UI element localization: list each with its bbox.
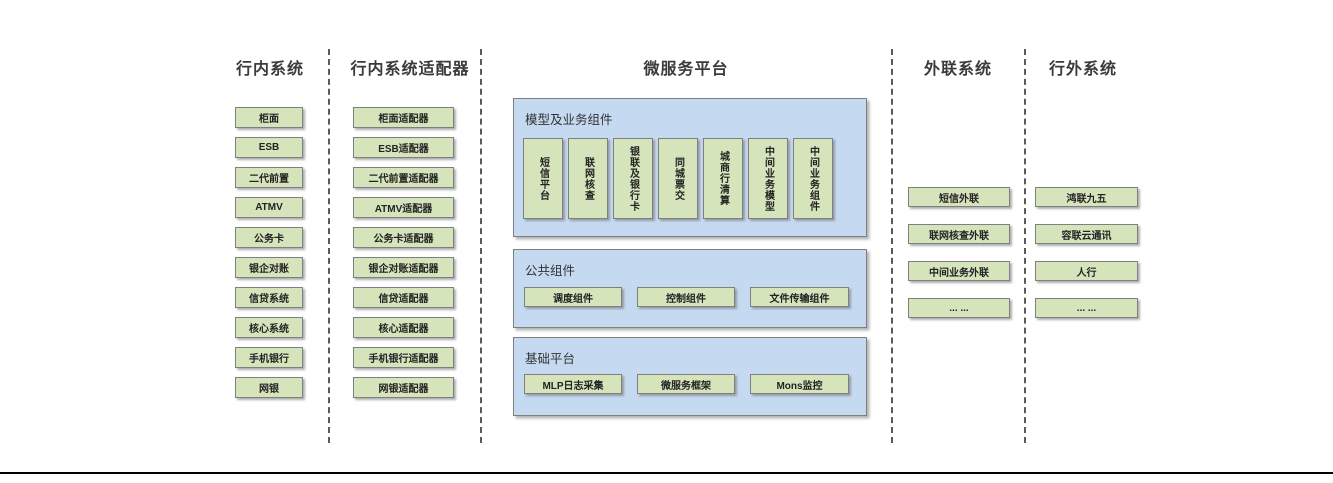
column-separator	[1024, 49, 1026, 443]
diagram-box: 容联云通讯	[1035, 224, 1138, 244]
diagram-box-vertical: 城商行清算	[703, 138, 743, 219]
column-title-microservice-platform: 微服务平台	[643, 61, 729, 78]
diagram-box: 核心系统	[235, 317, 303, 338]
diagram-box-label: 同城票交	[672, 156, 684, 201]
diagram-box-label: 银联及银行卡	[627, 145, 639, 212]
diagram-box-label: 短信平台	[537, 156, 549, 201]
diagram-box-vertical: 中间业务组件	[793, 138, 833, 219]
diagram-box: 中间业务外联	[908, 261, 1010, 281]
diagram-box: 网银	[235, 377, 303, 398]
diagram-box: 微服务框架	[637, 374, 735, 394]
diagram-box: ATMV	[235, 197, 303, 218]
diagram-box: 网银适配器	[353, 377, 454, 398]
diagram-box: 银企对账适配器	[353, 257, 454, 278]
diagram-box-vertical: 同城票交	[658, 138, 698, 219]
diagram-box: ESB	[235, 137, 303, 158]
diagram-box: 柜面适配器	[353, 107, 454, 128]
diagram-box: 联网核查外联	[908, 224, 1010, 244]
diagram-box: 信贷系统	[235, 287, 303, 308]
diagram-box: 公务卡	[235, 227, 303, 248]
diagram-box: 人行	[1035, 261, 1138, 281]
diagram-box: 公务卡适配器	[353, 227, 454, 248]
column-title-outside-bank-systems: 行外系统	[1048, 61, 1117, 78]
diagram-box: 核心适配器	[353, 317, 454, 338]
diagram-box: ... ...	[908, 298, 1010, 318]
diagram-box: 文件传输组件	[750, 287, 849, 307]
column-separator	[328, 49, 330, 443]
diagram-box: 二代前置适配器	[353, 167, 454, 188]
diagram-box: MLP日志采集	[524, 374, 622, 394]
diagram-box: Mons监控	[750, 374, 849, 394]
column-title-external-link-systems: 外联系统	[923, 61, 992, 78]
diagram-box-vertical: 短信平台	[523, 138, 563, 219]
column-separator	[891, 49, 893, 443]
diagram-box-label: 联网核查	[582, 156, 594, 201]
diagram-box: 手机银行适配器	[353, 347, 454, 368]
diagram-box: 短信外联	[908, 187, 1010, 207]
diagram-box-label: 中间业务模型	[762, 145, 774, 212]
diagram-box: 调度组件	[524, 287, 622, 307]
diagram-box-label: 中间业务组件	[807, 145, 819, 212]
diagram-box-vertical: 银联及银行卡	[613, 138, 653, 219]
diagram-box: 信贷适配器	[353, 287, 454, 308]
column-title-internal-systems: 行内系统	[235, 61, 304, 78]
diagram-box: 银企对账	[235, 257, 303, 278]
diagram-box: ... ...	[1035, 298, 1138, 318]
diagram-box: 手机银行	[235, 347, 303, 368]
diagram-box: 控制组件	[637, 287, 735, 307]
diagram-box: 柜面	[235, 107, 303, 128]
panel-label: 基础平台	[525, 352, 576, 366]
diagram-box: 二代前置	[235, 167, 303, 188]
diagram-box-vertical: 联网核查	[568, 138, 608, 219]
page-bottom-rule	[0, 472, 1333, 474]
column-separator	[480, 49, 482, 443]
panel-label: 模型及业务组件	[525, 113, 613, 127]
diagram-box-vertical: 中间业务模型	[748, 138, 788, 219]
diagram-box: 鸿联九五	[1035, 187, 1138, 207]
panel-label: 公共组件	[525, 264, 576, 278]
column-title-internal-system-adapters: 行内系统适配器	[350, 61, 470, 78]
diagram-box-label: 城商行清算	[717, 151, 729, 206]
diagram-box: ESB适配器	[353, 137, 454, 158]
diagram-box: ATMV适配器	[353, 197, 454, 218]
